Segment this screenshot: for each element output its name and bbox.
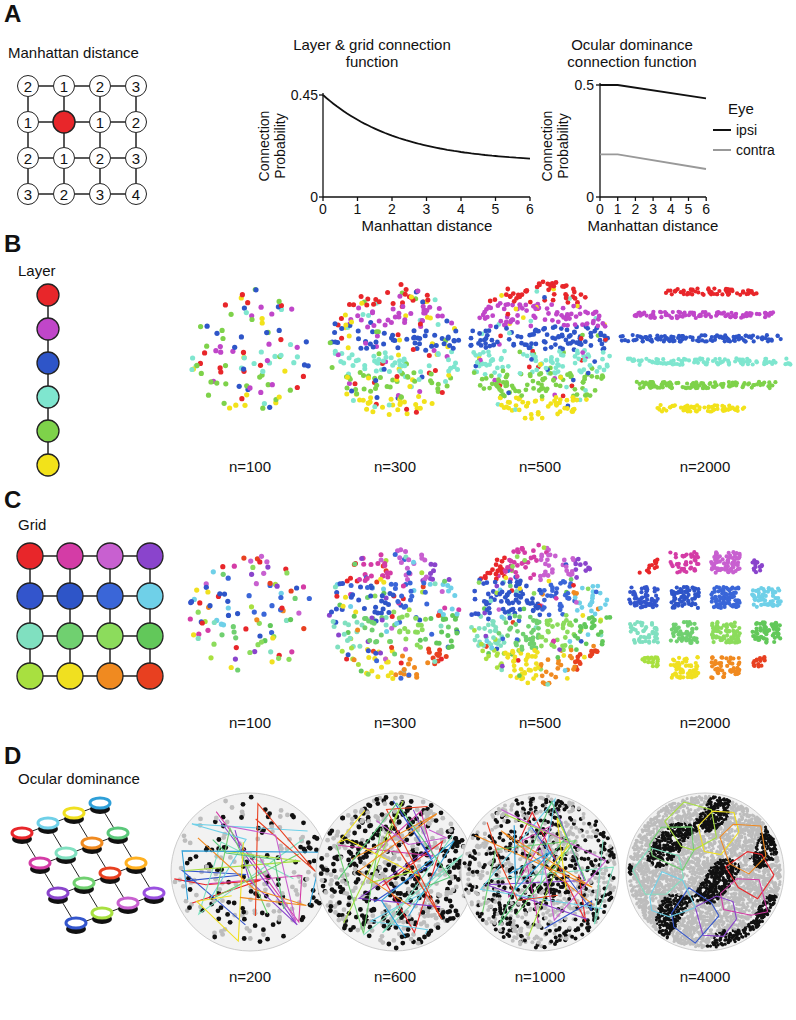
- figure-page: {"diagram": { "nodes": [ {"text": ["2"]}…: [0, 0, 796, 1020]
